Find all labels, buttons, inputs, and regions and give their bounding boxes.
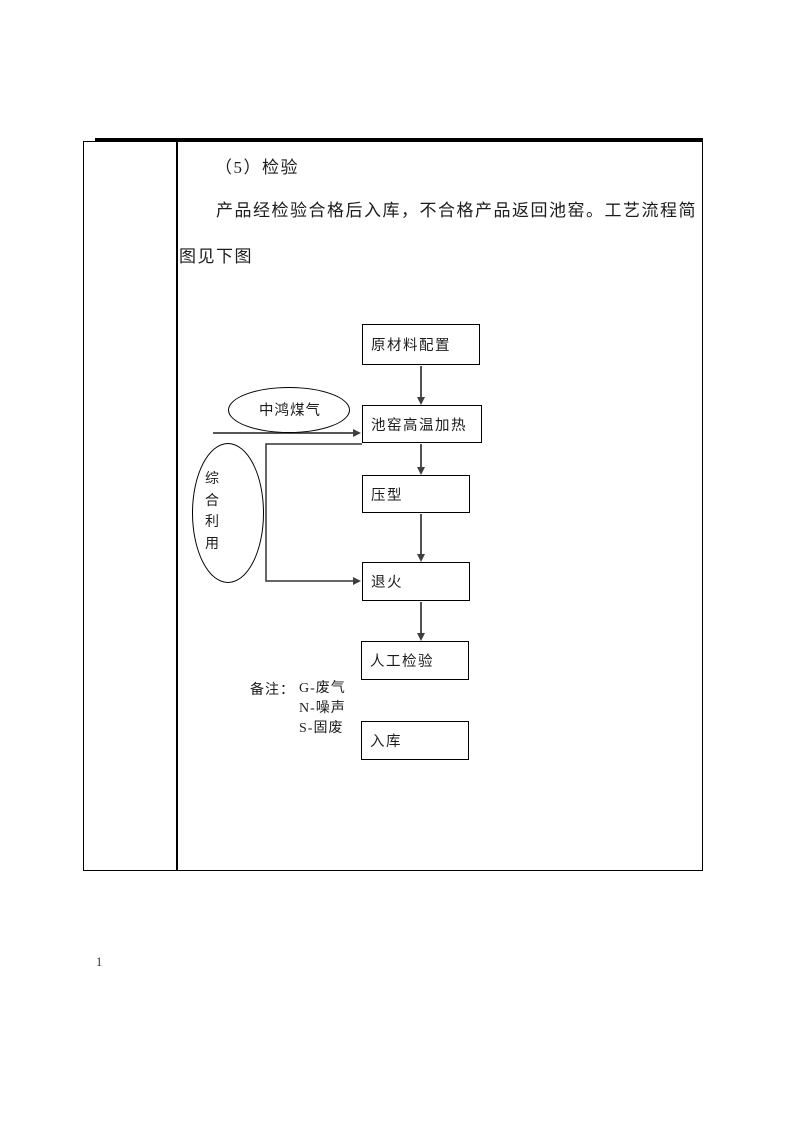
node-inspection: 人工检验 [361, 641, 469, 680]
legend-notes-prefix: 备注： [250, 683, 295, 698]
page-number: 1 [96, 955, 103, 969]
body-text-line-1: 产品经检验合格后入库，不合格产品返回池窑。工艺流程简 [216, 201, 697, 220]
table-outer-border [83, 141, 703, 871]
ellipse-reuse [192, 443, 264, 583]
node-warehousing: 入库 [361, 721, 469, 760]
node-pressing: 压型 [362, 475, 470, 513]
ellipse-gas-input [228, 387, 350, 433]
legend-notes: 备注： G-废气 N-噪声 S-固废 [250, 679, 346, 739]
node-raw-material: 原材料配置 [362, 324, 480, 365]
legend-note-noise: N-噪声 [299, 701, 346, 716]
table-top-thick-border [95, 138, 703, 141]
table-column-divider [176, 141, 178, 871]
node-tank-furnace: 池窑高温加热 [362, 405, 482, 443]
legend-note-solid-waste: S-固废 [299, 721, 344, 736]
body-text-line-2: 图见下图 [179, 247, 253, 266]
ellipse-reuse-label: 综合利用 [205, 472, 219, 552]
section-heading: （5）检验 [215, 158, 299, 177]
legend-note-gas: G-废气 [299, 681, 346, 696]
ellipse-gas-label: 中鸿煤气 [259, 403, 321, 419]
legend-notes-items: G-废气 N-噪声 S-固废 [299, 679, 346, 739]
node-annealing: 退火 [362, 562, 470, 601]
